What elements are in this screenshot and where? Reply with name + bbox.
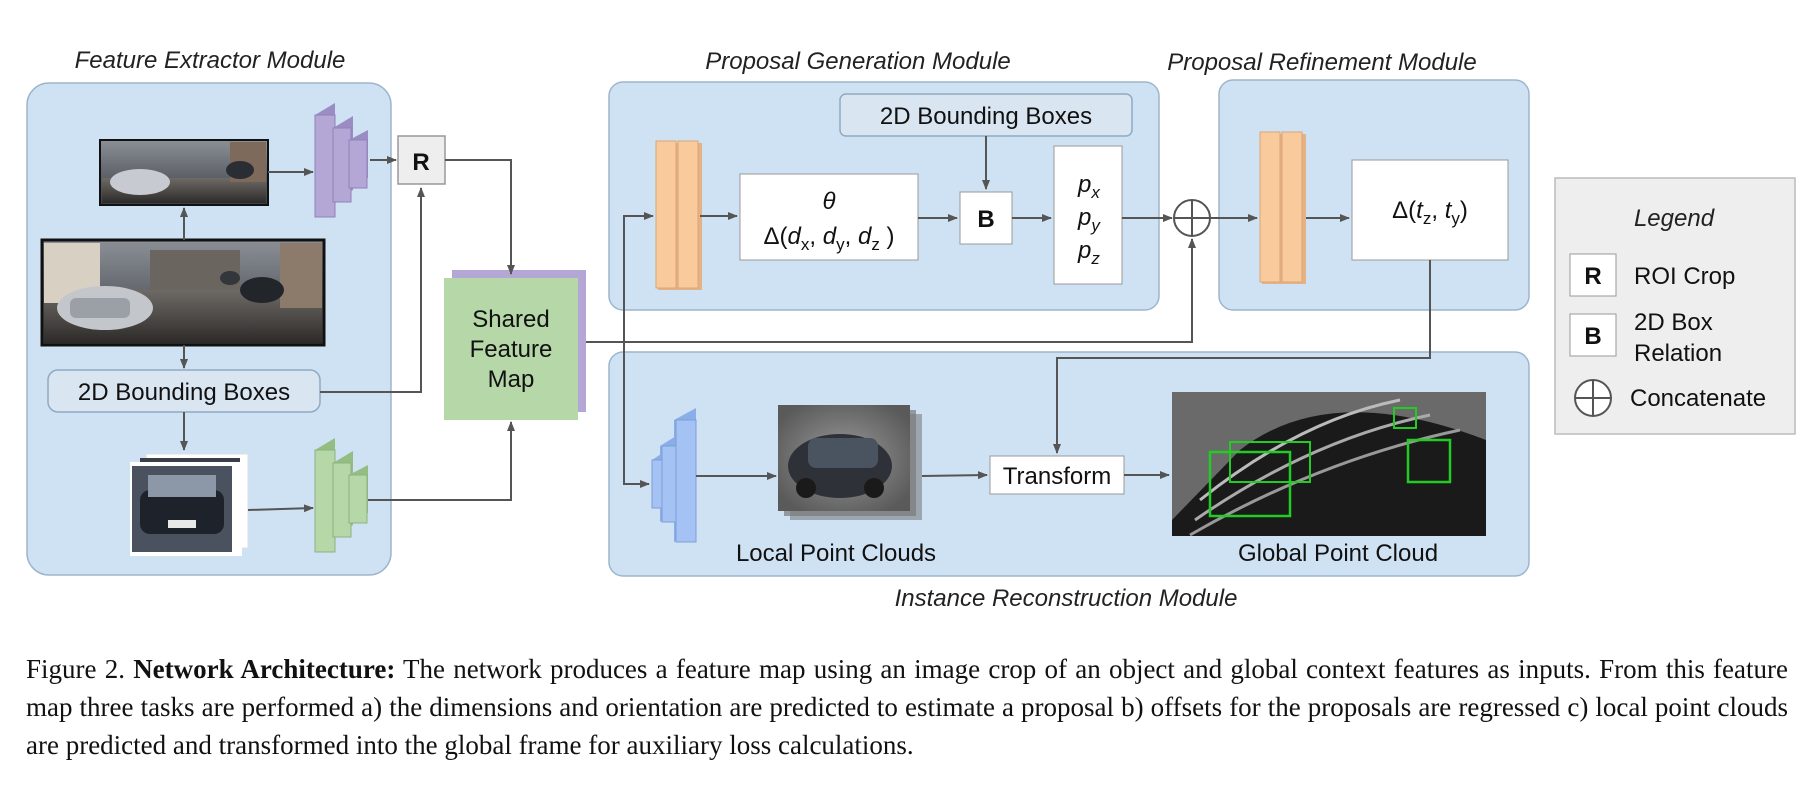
roi-crop-box [397,135,446,185]
global-point-cloud-label: Global Point Cloud [1238,540,1438,567]
roi-crop-symbol: R [412,149,429,176]
refinement-offset-box [1351,159,1509,261]
bbox-top-label: 2D Bounding Boxes [880,103,1092,130]
object-crop-images [130,453,249,556]
shared-map-line1: Shared [472,306,549,333]
legend-concatenate-label: Concatenate [1630,385,1766,412]
purple-cnn-block [314,103,368,218]
proposal-position-box [1053,145,1123,285]
caption-text: The network produces a feature map using… [26,654,1788,760]
shared-map-line2: Feature [470,336,553,363]
bbox-left-label: 2D Bounding Boxes [78,379,290,406]
legend-title: Legend [1634,205,1715,232]
proposal-refinement-title: Proposal Refinement Module [1167,49,1477,76]
dimension-orientation-box [739,173,919,261]
local-point-clouds-image [778,405,922,520]
transform-label: Transform [1003,463,1111,490]
legend-box-relation-label-1: 2D Box [1634,309,1713,336]
pz-label: pz [1077,237,1100,268]
px-label: px [1077,171,1100,202]
box-relation-symbol: B [977,206,994,233]
instance-reconstruction-title: Instance Reconstruction Module [895,585,1238,612]
shared-map-line3: Map [488,366,535,393]
shared-feature-map: Shared Feature Map [444,270,586,420]
delta-dimensions-label: Δ(dx, dy, dz ) [764,223,895,254]
legend-box-relation-symbol: B [1584,323,1601,350]
caption-prefix: Figure 2. [26,654,134,684]
py-label: py [1077,204,1101,235]
box-relation-box [959,191,1013,245]
proposal-generation-title: Proposal Generation Module [705,48,1011,75]
cropped-context-image [99,139,269,206]
blue-decoder-block [651,408,697,543]
legend: Legend R ROI Crop B 2D Box Relation Conc… [1554,177,1796,435]
legend-roi-label: ROI Crop [1634,263,1735,290]
local-point-clouds-label: Local Point Clouds [736,540,936,567]
orange-fc-block-refinement [1259,131,1306,284]
theta-label: θ [822,188,835,215]
legend-roi-symbol: R [1584,263,1601,290]
legend-roi-symbol-box [1569,253,1617,297]
legend-box-relation-symbol-box [1569,313,1617,357]
orange-fc-block-generation [655,140,702,290]
concatenate-symbol [1173,199,1211,237]
network-architecture-diagram: Feature Extractor Module Proposal Genera… [26,47,1796,612]
legend-concatenate-icon [1574,379,1612,417]
figure-caption: Figure 2. Network Architecture: The netw… [26,650,1788,764]
full-scene-image [40,238,326,347]
connection-arrows [180,136,1431,513]
global-point-cloud-image [1172,392,1486,537]
refinement-offset-label: Δ(tz, ty) [1392,197,1468,228]
caption-bold-title: Network Architecture: [133,654,396,684]
feature-extractor-title: Feature Extractor Module [75,47,346,74]
legend-box-relation-label-2: Relation [1634,340,1722,367]
green-cnn-block [314,438,368,553]
